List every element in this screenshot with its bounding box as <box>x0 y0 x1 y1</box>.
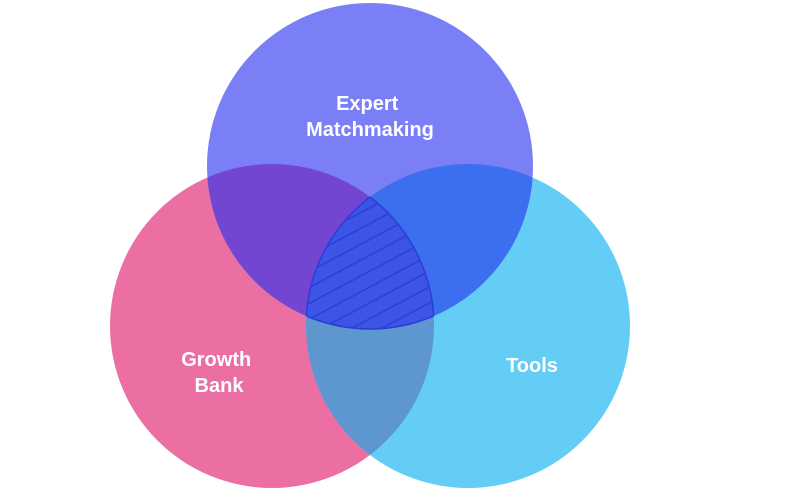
label-growth-line-2: Bank <box>195 375 245 397</box>
overlap-center-hatched <box>306 164 434 329</box>
center-outline-expert-arc <box>306 164 434 330</box>
label-expert-line-2: Matchmaking <box>306 119 434 141</box>
label-growth-line-1: Growth <box>181 349 251 371</box>
label-expert-line-1: Expert <box>336 93 399 115</box>
label-tools-line-1: Tools <box>506 355 558 377</box>
label-expert-matchmaking: Expert Matchmaking <box>306 93 434 141</box>
label-growth-bank: Growth Bank <box>181 349 257 397</box>
label-tools: Tools <box>506 355 558 377</box>
